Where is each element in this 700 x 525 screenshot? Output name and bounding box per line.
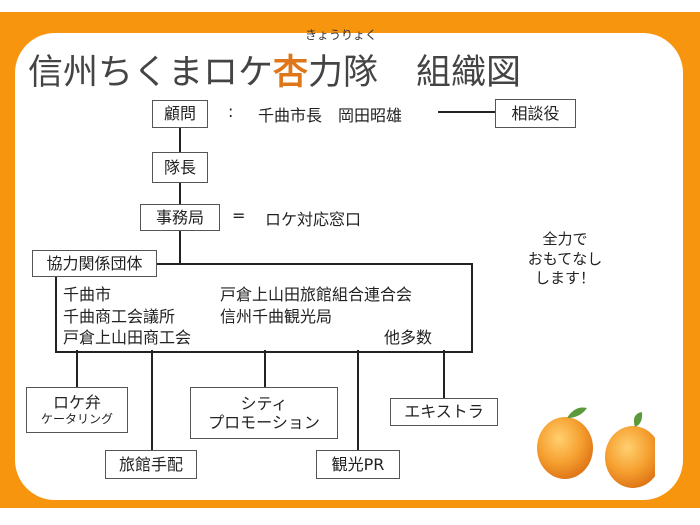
partner-item: 千曲市 bbox=[63, 285, 112, 304]
office-box: 事務局 bbox=[140, 204, 220, 231]
catering-label: ケータリング bbox=[40, 412, 113, 427]
connector bbox=[76, 350, 78, 387]
title-ruby: きょうりょく bbox=[305, 28, 378, 42]
apricot-icon bbox=[605, 426, 655, 488]
leaf-icon bbox=[567, 407, 587, 418]
title-part3: 組織図 bbox=[416, 53, 522, 93]
partners-box: 協力関係団体 bbox=[32, 250, 157, 277]
city-promotion-box: シティプロモーション bbox=[190, 387, 338, 439]
connector bbox=[357, 350, 359, 450]
city-label: シティ bbox=[240, 393, 288, 413]
captain-box: 隊長 bbox=[152, 152, 208, 183]
leaf-icon bbox=[633, 412, 643, 427]
partner-item: 千曲商工会議所 bbox=[63, 307, 176, 326]
advisor-box: 顧問 bbox=[152, 100, 208, 128]
advisor-name: 千曲市長 岡田昭雄 bbox=[258, 106, 403, 125]
slogan-line: おもてなし bbox=[527, 249, 603, 268]
partner-item: 戸倉上山田商工会 bbox=[63, 328, 192, 347]
page-title: 信州ちくまロケ杏力隊組織図 bbox=[28, 44, 521, 95]
ryokan-box: 旅館手配 bbox=[105, 450, 197, 479]
partner-others: 他多数 bbox=[384, 328, 433, 347]
apricot-icon bbox=[537, 417, 593, 479]
advisor-separator: : bbox=[228, 102, 234, 121]
connector bbox=[179, 127, 181, 152]
slogan: 全力で おもてなし します！ bbox=[510, 230, 620, 289]
office-separator: = bbox=[232, 206, 246, 225]
connector bbox=[443, 350, 445, 398]
partner-item: 戸倉上山田旅館組合連合会 bbox=[220, 285, 413, 304]
connector bbox=[264, 350, 266, 387]
slogan-line: 全力で bbox=[542, 230, 588, 248]
bento-box: ロケ弁ケータリング bbox=[26, 387, 128, 433]
bento-label: ロケ弁 bbox=[52, 393, 101, 413]
title-part2: 力隊 bbox=[308, 53, 379, 93]
title-highlight: 杏 bbox=[273, 53, 309, 93]
partner-item: 信州千曲観光局 bbox=[220, 307, 333, 326]
apricot-illustration bbox=[537, 407, 655, 488]
pr-box: 観光PR bbox=[316, 450, 400, 479]
connector bbox=[151, 350, 153, 450]
slogan-line: します！ bbox=[534, 269, 595, 287]
connector bbox=[179, 183, 181, 204]
promotion-label: プロモーション bbox=[208, 413, 320, 432]
connector bbox=[438, 111, 495, 113]
consultant-box: 相談役 bbox=[495, 99, 576, 128]
extra-box: エキストラ bbox=[390, 398, 498, 426]
connector bbox=[179, 230, 181, 264]
office-desc: ロケ対応窓口 bbox=[265, 210, 362, 229]
title-part1: 信州ちくまロケ bbox=[28, 53, 274, 93]
